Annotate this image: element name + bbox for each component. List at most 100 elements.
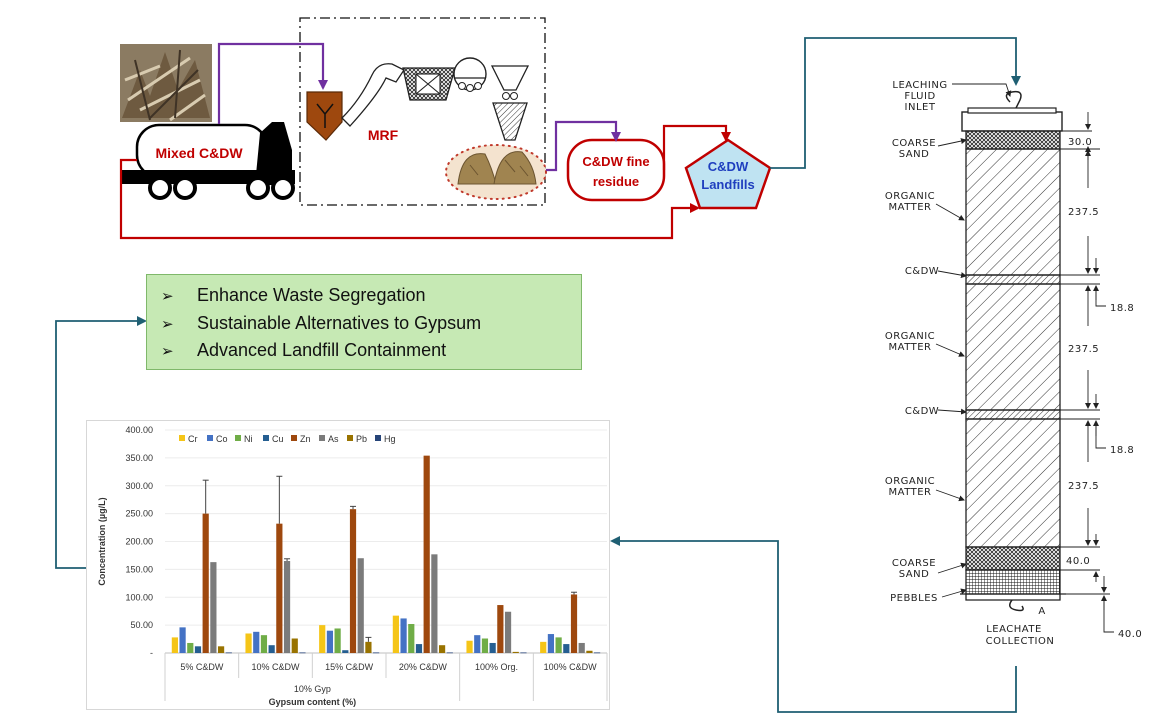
bar-as-4: [504, 611, 512, 653]
label-point-a: A: [1038, 606, 1045, 617]
x-category-label: 20% C&DW: [399, 662, 448, 672]
label-organic-3a: ORGANIC: [885, 476, 935, 487]
bar-as-0: [210, 562, 217, 653]
label-coarse-top-2: SAND: [899, 149, 930, 160]
bar-ni-4: [481, 638, 489, 653]
y-tick-label: -: [150, 648, 153, 658]
x-category-label: 5% C&DW: [180, 662, 224, 672]
layer-cdw-2: [965, 409, 1061, 420]
x-category-label: 100% Org.: [475, 662, 518, 672]
legend-swatch-ni: [235, 435, 241, 441]
label-organic-1a: ORGANIC: [885, 191, 935, 202]
flow-arrow-truck-to-landfill: [119, 158, 700, 240]
legend-swatch-hg: [375, 435, 381, 441]
x-category-label: 15% C&DW: [325, 662, 374, 672]
bar-cu-5: [563, 644, 570, 653]
legend-label-cu: Cu: [272, 434, 284, 444]
label-pebbles: PEBBLES: [890, 593, 938, 604]
bar-cr-1: [245, 633, 252, 653]
y-tick-label: 350.00: [125, 453, 153, 463]
label-organic-2b: MATTER: [889, 342, 932, 353]
landfill-label-1: C&DW: [708, 159, 749, 174]
bar-hg-1: [299, 652, 306, 654]
bar-as-5: [578, 642, 585, 653]
layer-organic-2: [965, 283, 1061, 411]
bar-as-1: [283, 561, 291, 653]
bar-cr-4: [466, 640, 473, 653]
recommendation-item: ➢Sustainable Alternatives to Gypsum: [161, 310, 581, 338]
y-tick-label: 100.00: [125, 592, 153, 602]
dim-cdw-1: 18.8: [1110, 303, 1134, 314]
flow-arrow-to-residue: [546, 120, 621, 172]
bar-pb-3: [438, 645, 446, 653]
column-dimension-labels: 30.0 237.5 18.8 237.5 18.8 237.5 40.0 40…: [1066, 137, 1142, 640]
recommendation-item: ➢Enhance Waste Segregation: [161, 282, 581, 310]
recommendations-box: ➢Enhance Waste Segregation ➢Sustainable …: [146, 274, 582, 370]
bar-pb-2: [365, 641, 372, 653]
hopper-icon: [306, 91, 343, 141]
label-coarse-top-1: COARSE: [892, 138, 936, 149]
mrf-label: MRF: [368, 127, 399, 143]
crusher-icon: [453, 57, 487, 92]
landfill-pentagon: [684, 138, 772, 210]
label-organic-1b: MATTER: [889, 202, 932, 213]
legend-swatch-co: [207, 435, 213, 441]
legend-swatch-cr: [179, 435, 185, 441]
label-leachate: LEACHATE: [986, 624, 1042, 635]
bar-as-3: [431, 554, 438, 653]
fine-residue-box: [566, 138, 666, 202]
bar-co-2: [326, 630, 334, 653]
fine-residue-label-1: C&DW fine: [582, 154, 649, 169]
label-fluid: FLUID: [904, 91, 935, 102]
arrow-bullet-icon: ➢: [161, 343, 174, 360]
recommendation-item: ➢Advanced Landfill Containment: [161, 337, 581, 365]
layer-coarse-sand-top: [965, 130, 1061, 150]
flow-arrow-to-mrf: [217, 42, 328, 124]
bar-zn-2: [349, 509, 357, 653]
bar-co-1: [253, 631, 260, 653]
bar-co-3: [400, 618, 407, 653]
legend-label-cr: Cr: [188, 434, 198, 444]
bar-cu-2: [342, 650, 349, 653]
label-coarse-bottom-2: SAND: [899, 569, 930, 580]
bar-hg-4: [520, 652, 527, 654]
fine-residue-label-2: residue: [593, 174, 639, 189]
legend-label-ni: Ni: [244, 434, 253, 444]
dim-organic-2: 237.5: [1068, 344, 1099, 355]
y-tick-label: 400.00: [125, 425, 153, 435]
dim-organic-3: 237.5: [1068, 481, 1099, 492]
bar-hg-0: [225, 652, 232, 654]
label-coarse-bottom-1: COARSE: [892, 558, 936, 569]
y-tick-label: 200.00: [125, 537, 153, 547]
bar-co-4: [474, 635, 481, 653]
dim-coarse-top: 30.0: [1068, 137, 1092, 148]
fine-residue-pile-icon: [445, 144, 547, 200]
bar-ni-1: [260, 635, 268, 653]
bar-cu-3: [415, 644, 423, 653]
layer-organic-1: [965, 148, 1061, 276]
bar-cr-5: [540, 641, 547, 653]
bar-pb-5: [586, 650, 593, 653]
label-organic-3b: MATTER: [889, 487, 932, 498]
bar-as-2: [357, 558, 364, 653]
legend-label-hg: Hg: [384, 434, 396, 444]
waste-pile-photo: [120, 44, 212, 122]
outlet-hook-icon: [1009, 599, 1024, 612]
x-category-label: 100% C&DW: [544, 662, 598, 672]
truck-label: Mixed C&DW: [155, 145, 243, 161]
mrf-facility-boundary: [299, 17, 546, 206]
bar-cr-0: [171, 637, 178, 653]
flow-arrow-column-to-chart: [610, 536, 1017, 713]
y-tick-label: 50.00: [130, 620, 153, 630]
legend-swatch-cu: [263, 435, 269, 441]
bar-hg-2: [373, 652, 380, 654]
layer-coarse-sand-bottom: [965, 546, 1061, 571]
bar-hg-3: [446, 652, 453, 654]
x-axis-title: Gypsum content (%): [269, 697, 357, 707]
y-tick-label: 250.00: [125, 509, 153, 519]
legend-label-co: Co: [216, 434, 228, 444]
legend-label-pb: Pb: [356, 434, 367, 444]
group-label: 10% Gyp: [294, 684, 331, 694]
label-leaching: LEACHING: [892, 80, 947, 91]
dim-pebbles: 40.0: [1118, 629, 1142, 640]
